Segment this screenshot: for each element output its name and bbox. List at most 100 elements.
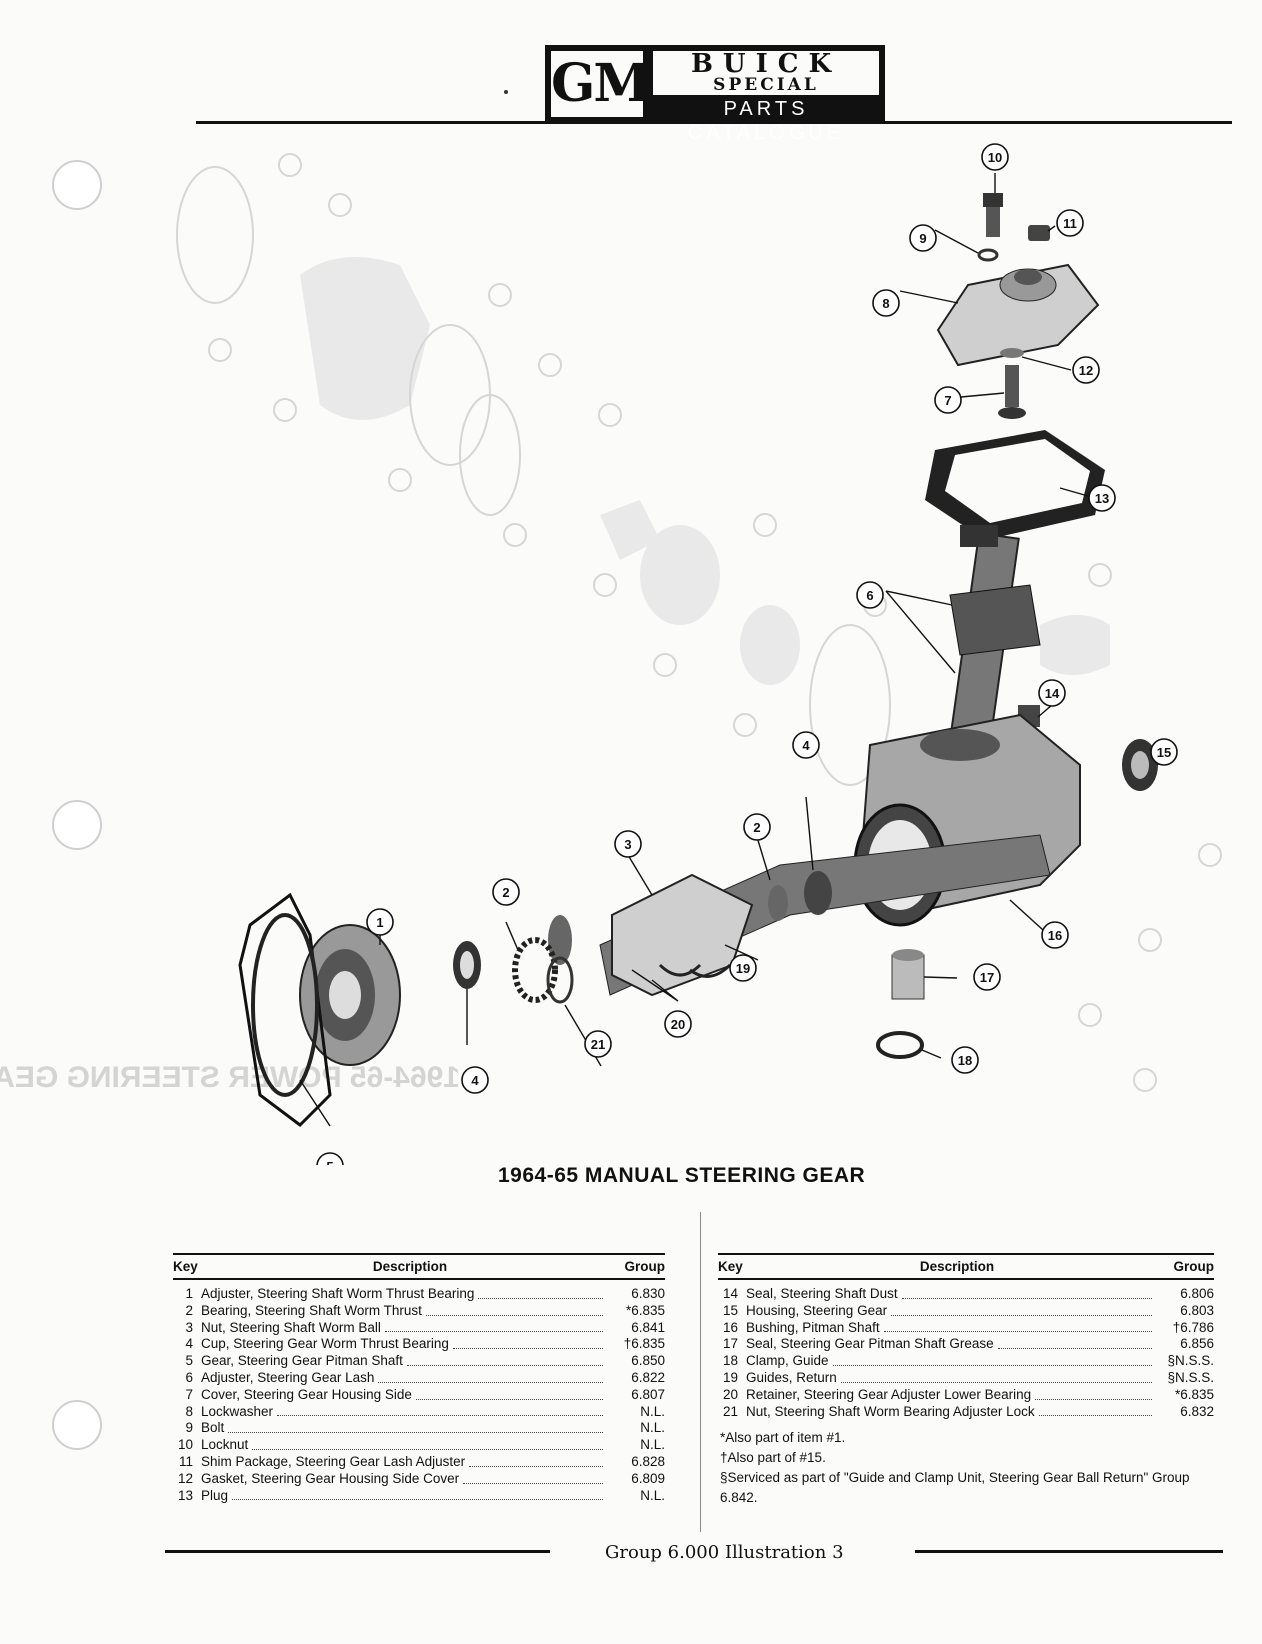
row-group: 6.841	[631, 1319, 665, 1335]
row-key: 11	[178, 1453, 193, 1469]
row-description-text: Gear, Steering Gear Pitman Shaft	[201, 1353, 403, 1369]
row-key: 2	[185, 1302, 193, 1318]
part-lockwasher	[977, 248, 999, 262]
callout-18: 19	[729, 954, 757, 982]
row-key: 17	[722, 1336, 738, 1352]
dot-leader	[232, 1488, 603, 1501]
row-description: Plug	[201, 1488, 607, 1505]
callout-14: 15	[1150, 738, 1178, 766]
row-group: 6.822	[631, 1369, 665, 1385]
dot-leader	[469, 1454, 603, 1467]
callout-2-lower: 2	[492, 878, 520, 906]
row-group: §N.S.S.	[1167, 1369, 1214, 1385]
group-header: Group	[1173, 1259, 1215, 1274]
callout-13: 14	[1038, 679, 1066, 707]
dot-leader	[415, 1387, 603, 1400]
part-gasket	[925, 430, 1105, 540]
row-description-text: Lockwasher	[201, 1403, 274, 1419]
row-description: Bushing, Pitman Shaft	[746, 1320, 1156, 1337]
row-key: 13	[177, 1487, 193, 1503]
row-description: Gasket, Steering Gear Housing Side Cover	[201, 1471, 607, 1488]
row-description: Housing, Steering Gear	[746, 1303, 1156, 1320]
row-description-text: Cover, Steering Gear Housing Side	[201, 1386, 412, 1402]
part-side-cover	[936, 263, 1100, 367]
gm-mark: GM	[551, 51, 651, 117]
row-key: 12	[177, 1470, 193, 1486]
exploded-view-diagram: 1964-65 POWER STEERING GEAR OIL PUMP	[0, 143, 1222, 1165]
row-description-text: Shim Package, Steering Gear Lash Adjuste…	[201, 1453, 466, 1469]
row-description: Seal, Steering Shaft Dust	[746, 1286, 1156, 1303]
callout-12: 13	[1088, 484, 1116, 512]
row-key: 19	[722, 1369, 738, 1385]
row-group: 6.828	[631, 1453, 665, 1469]
table-row: 16 Bushing, Pitman Shaft †6.786	[718, 1320, 1214, 1337]
dot-leader	[406, 1353, 603, 1366]
part-adjuster-lock-nut	[238, 892, 332, 1127]
svg-text:20: 20	[671, 1017, 685, 1032]
row-description: Lockwasher	[201, 1404, 607, 1421]
row-group: 6.803	[1180, 1302, 1214, 1318]
callout-6: 7	[934, 386, 962, 414]
row-key: 16	[722, 1319, 738, 1335]
svg-text:14: 14	[1045, 686, 1060, 701]
row-description: Nut, Steering Shaft Worm Bearing Adjuste…	[746, 1404, 1156, 1421]
row-description-text: Guides, Return	[746, 1369, 837, 1385]
svg-text:8: 8	[882, 296, 889, 311]
row-key: 10	[177, 1437, 193, 1453]
row-description: Cover, Steering Gear Housing Side	[201, 1387, 607, 1404]
row-key: 6	[185, 1369, 193, 1385]
svg-text:19: 19	[736, 961, 750, 976]
row-description: Locknut	[201, 1437, 607, 1454]
brand-model: SPECIAL	[713, 75, 819, 95]
row-group: 6.856	[1180, 1336, 1214, 1352]
svg-text:10: 10	[988, 150, 1002, 165]
key-header: Key	[173, 1259, 198, 1274]
row-group: †6.786	[1172, 1319, 1214, 1335]
part-worm-shaft-assembly	[512, 834, 1051, 1004]
callout-8: 9	[909, 224, 937, 252]
callout-3: 3	[614, 830, 642, 858]
callout-4-upper: 4	[792, 731, 820, 759]
row-description: Shim Package, Steering Gear Lash Adjuste…	[201, 1454, 607, 1471]
row-description: Bearing, Steering Shaft Worm Thrust	[201, 1303, 607, 1320]
table-header: Key Description Group	[173, 1253, 665, 1280]
row-group: N.L.	[640, 1420, 665, 1436]
row-description-text: Retainer, Steering Gear Adjuster Lower B…	[746, 1386, 1032, 1402]
part-worm-bearing-adjuster	[299, 924, 401, 1066]
column-divider	[700, 1212, 701, 1532]
group-header: Group	[624, 1259, 666, 1274]
dot-leader	[832, 1353, 1152, 1366]
callout-15: 16	[1041, 921, 1069, 949]
dot-leader	[997, 1336, 1152, 1350]
table-row: 19 Guides, Return §N.S.S.	[718, 1370, 1214, 1387]
row-key: 5	[185, 1353, 193, 1369]
description-header: Description	[372, 1259, 448, 1274]
svg-text:12: 12	[1079, 363, 1093, 378]
dot-leader	[840, 1370, 1152, 1383]
dot-leader	[452, 1336, 603, 1350]
row-description-text: Adjuster, Steering Gear Lash	[201, 1369, 375, 1385]
part-locknut	[1028, 225, 1050, 241]
row-description-text: Nut, Steering Shaft Worm Ball	[201, 1319, 381, 1335]
row-group: *6.835	[1174, 1386, 1214, 1402]
footnote: *Also part of item #1.	[720, 1430, 846, 1446]
row-key: 20	[722, 1386, 738, 1402]
footer-label: Group 6.000 Illustration 3	[605, 1542, 844, 1563]
row-description-text: Bearing, Steering Shaft Worm Thrust	[201, 1302, 422, 1318]
svg-text:5: 5	[326, 1159, 333, 1165]
row-key: 4	[185, 1336, 193, 1352]
row-description-text: Cup, Steering Gear Worm Thrust Bearing	[201, 1336, 449, 1352]
dot-leader	[378, 1370, 603, 1383]
part-bushing	[891, 949, 925, 1000]
row-group: N.L.	[640, 1403, 665, 1419]
row-description: Clamp, Guide	[746, 1353, 1156, 1370]
callout-21: 5	[316, 1152, 344, 1165]
